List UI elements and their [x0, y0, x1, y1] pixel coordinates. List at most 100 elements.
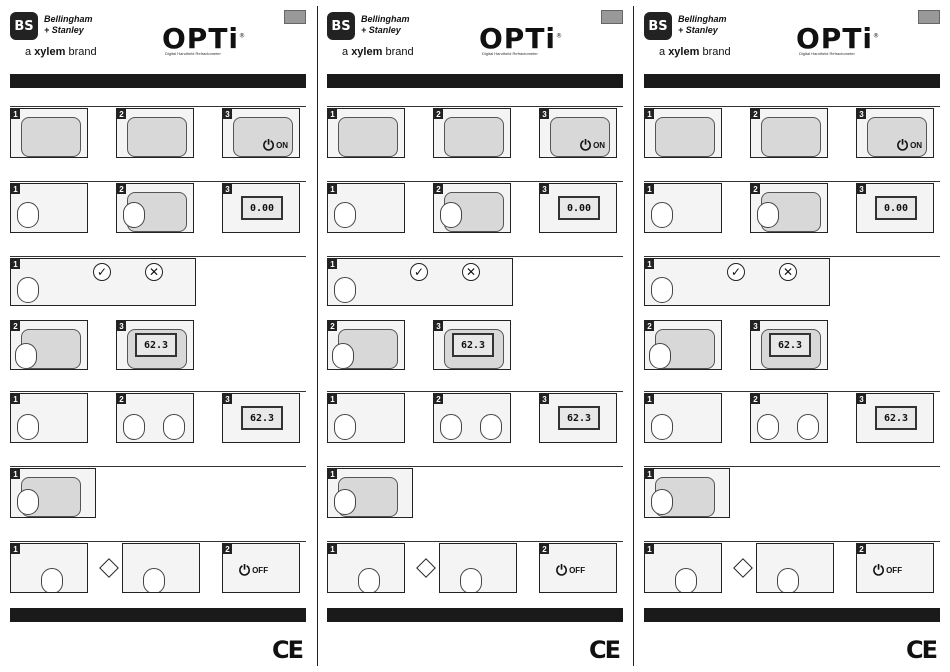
figure-press-both: 2 — [750, 393, 828, 443]
figure-read-button: 2 — [10, 320, 88, 370]
figure-power-off: 2⏻OFF — [222, 543, 300, 593]
diamond-separator — [99, 558, 119, 578]
language-badge — [601, 10, 623, 24]
power-off-icon: ⏻OFF — [556, 562, 586, 578]
xylem-tagline: a xylem brand — [342, 46, 414, 58]
panel-divider — [633, 6, 634, 666]
section-divider — [644, 256, 940, 257]
product-logo: OPTi® — [162, 22, 247, 55]
bellingham-stanley-logo: BS — [10, 12, 38, 40]
figure-battery-insert: 2 — [750, 108, 828, 158]
instruction-panel: BS Bellingham + Stanley a xylem brand OP… — [317, 0, 633, 672]
diamond-separator — [733, 558, 753, 578]
figure-power-on: 3⏻ON — [856, 108, 934, 158]
section-divider — [644, 106, 940, 107]
figure-single-press: 1 — [644, 468, 730, 518]
xylem-tagline: a xylem brand — [659, 46, 731, 58]
figure-hold-buttons: 1 — [327, 393, 405, 443]
figure-battery-insert: 2 — [116, 108, 194, 158]
figure-zero-button: 2 — [750, 183, 828, 233]
section-divider — [327, 106, 623, 107]
figure-power-off: 2⏻OFF — [856, 543, 934, 593]
power-off-icon: ⏻OFF — [239, 562, 269, 578]
figure-button-combo-b — [439, 543, 517, 593]
diamond-separator — [416, 558, 436, 578]
figure-power-on: 3⏻ON — [539, 108, 617, 158]
brand-name: Bellingham + Stanley — [44, 14, 93, 35]
section-divider — [327, 391, 623, 392]
figure-button-combo-b — [756, 543, 834, 593]
power-icon: ⏻ON — [263, 137, 289, 153]
footer-bar — [327, 608, 623, 622]
product-subtitle: Digital Handheld Refractometer — [482, 51, 538, 56]
power-off-icon: ⏻OFF — [873, 562, 903, 578]
section-divider — [10, 256, 306, 257]
figure-battery-open: 1 — [644, 108, 722, 158]
figure-zero-button: 2 — [433, 183, 511, 233]
figure-single-press: 1 — [327, 468, 413, 518]
section-divider — [10, 106, 306, 107]
figure-battery-open: 1 — [10, 108, 88, 158]
figure-button-combo-a: 1 — [327, 543, 405, 593]
ce-mark: CE — [589, 636, 621, 664]
bellingham-stanley-logo: BS — [327, 12, 355, 40]
figure-battery-open: 1 — [327, 108, 405, 158]
header-bar — [10, 74, 306, 88]
figure-power-on: 3⏻ON — [222, 108, 300, 158]
header-bar — [644, 74, 940, 88]
product-logo: OPTi® — [796, 22, 881, 55]
instruction-panel: BS Bellingham + Stanley a xylem brand OP… — [0, 0, 316, 672]
figure-read-button: 2 — [644, 320, 722, 370]
figure-button-combo-a: 1 — [644, 543, 722, 593]
ce-mark: CE — [272, 636, 304, 664]
section-divider — [10, 466, 306, 467]
section-divider — [644, 541, 940, 542]
ce-mark: CE — [906, 636, 938, 664]
language-badge — [284, 10, 306, 24]
figure-hold-buttons: 1 — [644, 393, 722, 443]
figure-press-both: 2 — [116, 393, 194, 443]
footer-bar — [644, 608, 940, 622]
bellingham-stanley-logo: BS — [644, 12, 672, 40]
section-divider — [644, 466, 940, 467]
header-bar — [327, 74, 623, 88]
figure-apply-sample: 1 ✓ ✕ — [10, 258, 196, 306]
footer-bar — [10, 608, 306, 622]
xylem-tagline: a xylem brand — [25, 46, 97, 58]
product-subtitle: Digital Handheld Refractometer — [799, 51, 855, 56]
product-logo: OPTi® — [479, 22, 564, 55]
figure-zero-button: 2 — [116, 183, 194, 233]
section-divider — [10, 391, 306, 392]
figure-read-button: 2 — [327, 320, 405, 370]
section-divider — [10, 541, 306, 542]
check-icon: ✓ — [93, 263, 111, 281]
figure-hold-buttons: 1 — [10, 393, 88, 443]
figure-button-combo-b — [122, 543, 200, 593]
power-icon: ⏻ON — [580, 137, 606, 153]
panel-divider — [317, 6, 318, 666]
instruction-panel: BS Bellingham + Stanley a xylem brand OP… — [634, 0, 950, 672]
figure-clean-prism: 1 — [327, 183, 405, 233]
section-divider — [644, 391, 940, 392]
product-subtitle: Digital Handheld Refractometer — [165, 51, 221, 56]
figure-apply-sample: 1 ✓ ✕ — [327, 258, 513, 306]
language-badge — [918, 10, 940, 24]
brand-name: Bellingham + Stanley — [361, 14, 410, 35]
power-icon: ⏻ON — [897, 137, 923, 153]
section-divider — [327, 256, 623, 257]
figure-clean-prism: 1 — [10, 183, 88, 233]
section-divider — [327, 541, 623, 542]
section-divider — [327, 466, 623, 467]
figure-apply-sample: 1 ✓ ✕ — [644, 258, 830, 306]
figure-button-combo-a: 1 — [10, 543, 88, 593]
figure-battery-insert: 2 — [433, 108, 511, 158]
section-divider — [327, 181, 623, 182]
check-icon: ✓ — [727, 263, 745, 281]
